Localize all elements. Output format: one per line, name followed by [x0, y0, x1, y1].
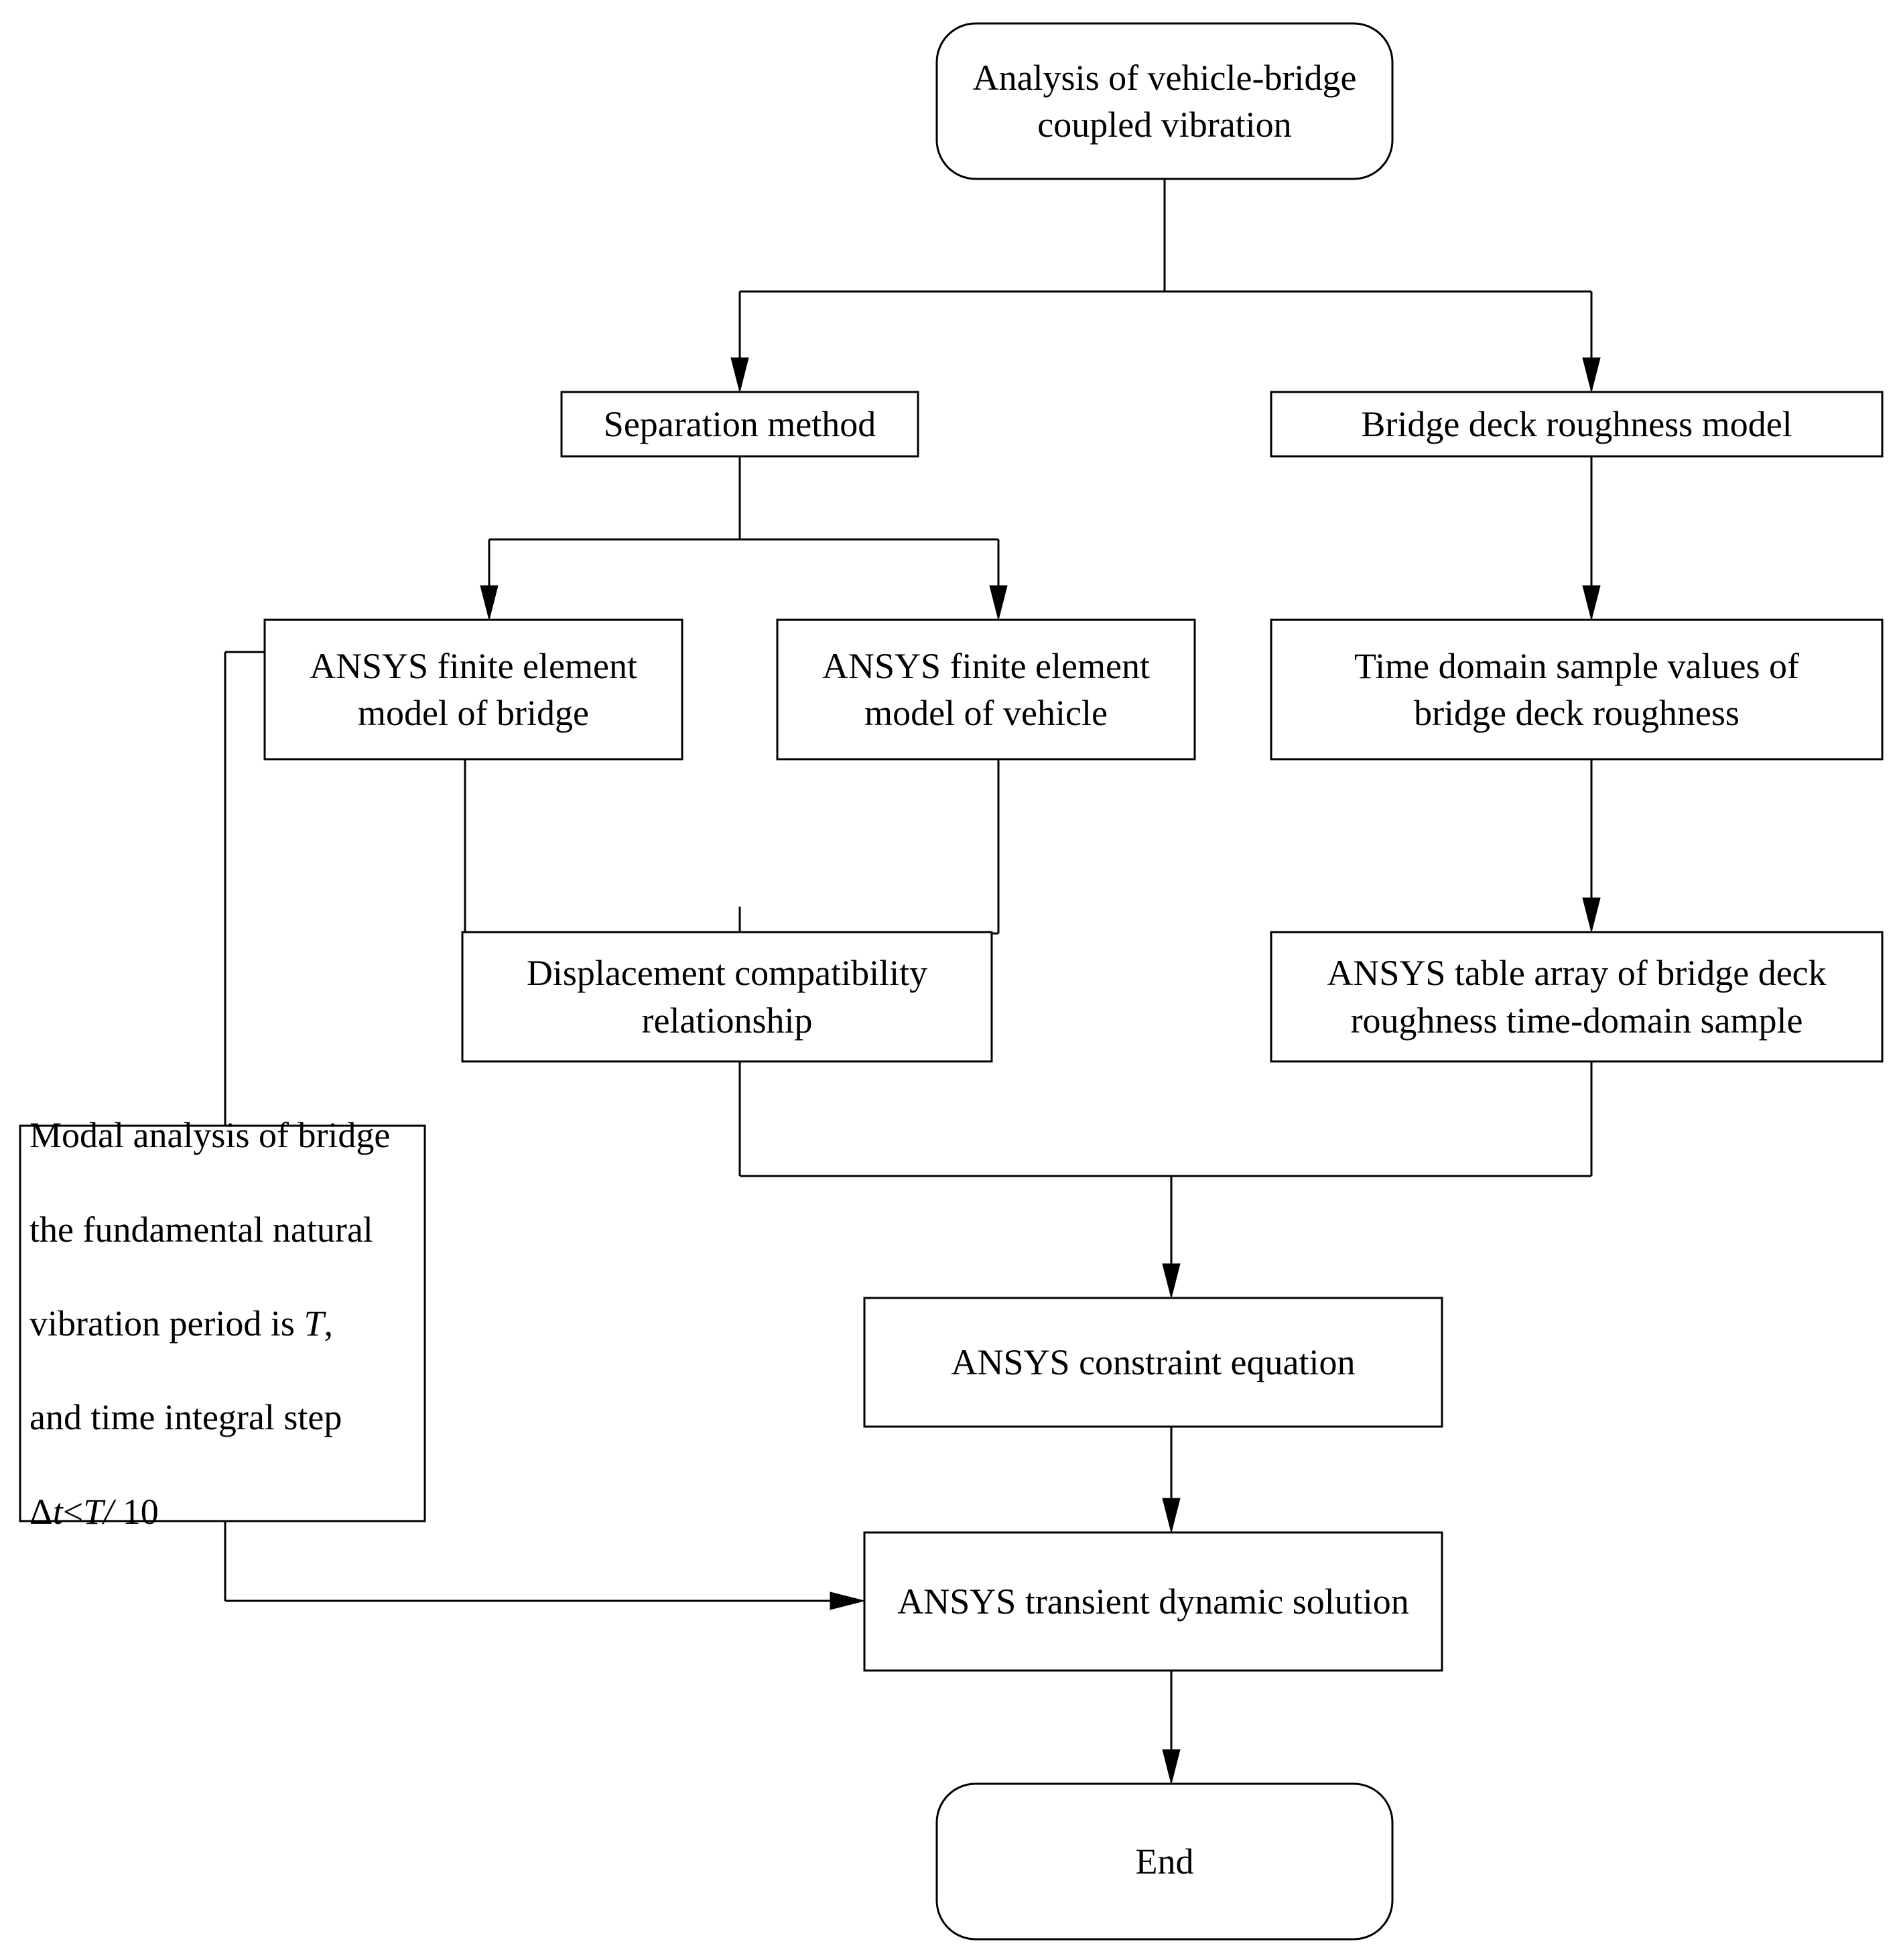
node-fe-vehicle-shape[interactable] [776, 618, 1196, 761]
arrow-head-to-fe-vehicle [989, 585, 1008, 620]
arrow-head-to-time-domain [1582, 585, 1601, 620]
node-separation-method-shape[interactable] [560, 391, 919, 458]
node-time-domain-shape[interactable] [1270, 618, 1884, 761]
edge-fe-models-to-displacement [464, 759, 1000, 938]
edge-time-domain-to-table-array [1582, 759, 1601, 933]
node-table-array-shape[interactable] [1270, 931, 1884, 1063]
node-start-shape[interactable] [935, 22, 1394, 180]
node-constraint-shape[interactable] [863, 1297, 1443, 1428]
arrow-head-to-roughness [1582, 357, 1601, 393]
arrow-head-to-separation [730, 357, 749, 393]
node-fe-bridge-shape[interactable] [263, 618, 683, 761]
node-displacement-shape[interactable] [461, 931, 993, 1063]
edge-transient-to-end [1162, 1671, 1181, 1784]
arrow-head-to-fe-bridge [480, 585, 499, 620]
arrow-head-to-transient-left [830, 1591, 865, 1610]
arrow-head-to-constraint [1162, 1263, 1181, 1299]
edge-start-to-branch [730, 179, 1601, 393]
arrow-head-to-table-array [1582, 897, 1601, 933]
node-end-shape[interactable] [935, 1782, 1394, 1941]
node-roughness-model-shape[interactable] [1270, 391, 1884, 458]
arrow-head-to-transient [1162, 1498, 1181, 1533]
node-transient-shape[interactable] [863, 1531, 1443, 1672]
edge-merge-to-constraint [738, 1061, 1593, 1299]
edge-roughness-to-time-domain [1582, 456, 1601, 620]
edge-constraint-to-transient [1162, 1427, 1181, 1533]
arrow-head-to-end [1162, 1749, 1181, 1784]
node-modal-analysis-shape[interactable] [19, 1124, 426, 1522]
edge-separation-split [480, 456, 1008, 620]
